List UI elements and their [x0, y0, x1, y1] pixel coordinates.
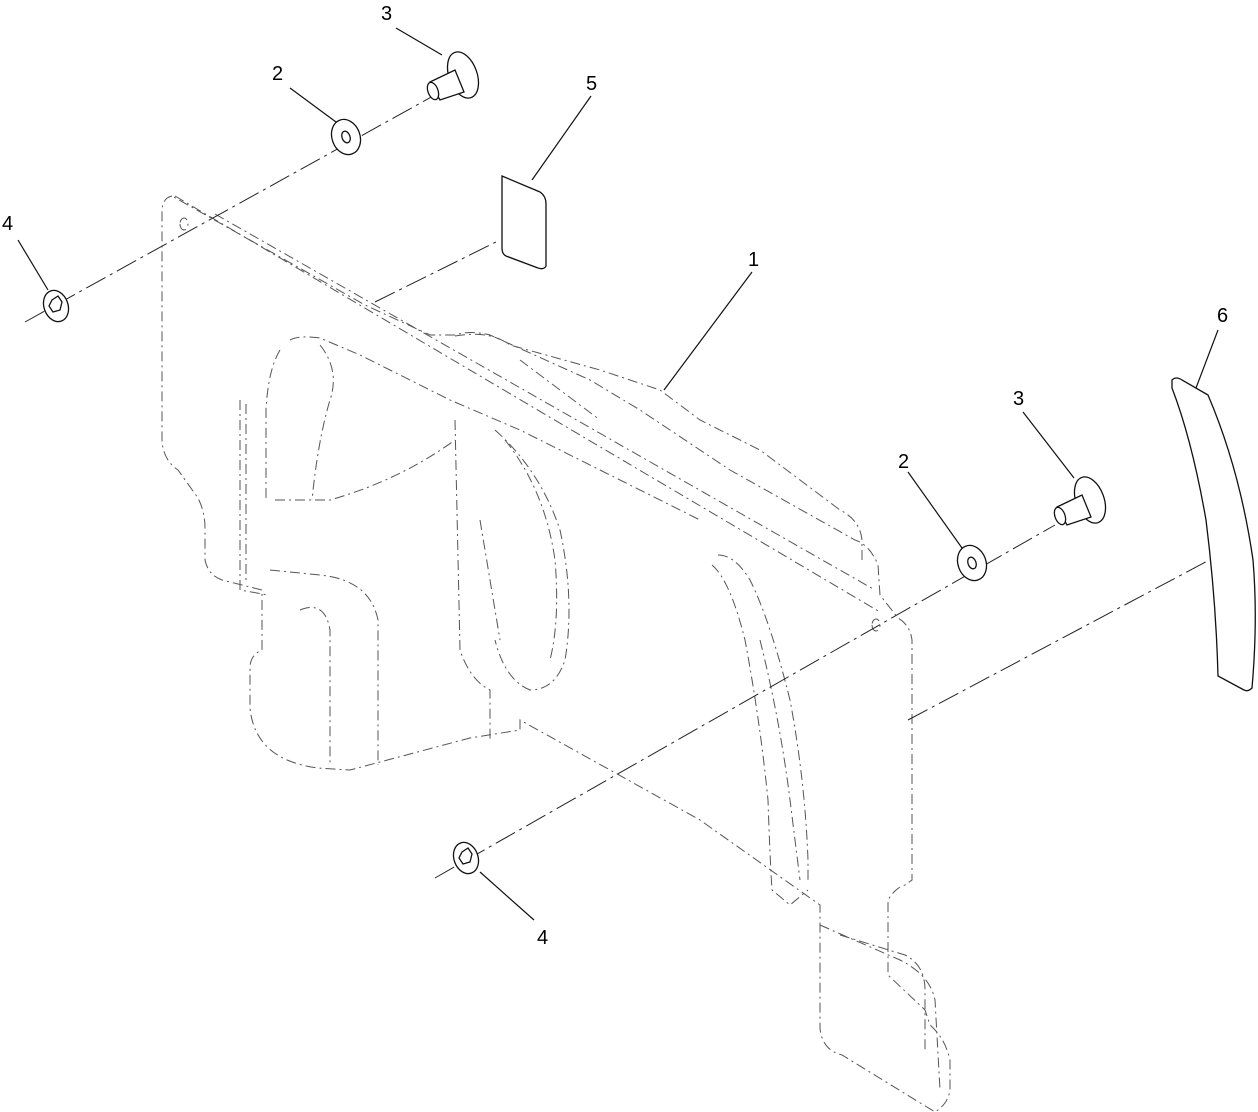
callout-6: 6 — [1217, 305, 1228, 327]
lock-washer-part-4-upper — [42, 289, 70, 323]
curved-strip-part-6 — [1171, 377, 1256, 692]
center-lines — [24, 94, 1233, 879]
housing-panel-part-1 — [161, 195, 951, 1112]
pin-part-3-upper — [426, 51, 480, 101]
callout-3-lower: 3 — [1013, 388, 1024, 410]
callout-4-lower: 4 — [537, 927, 548, 949]
callout-4-upper: 4 — [2, 213, 13, 235]
callout-labels: 1 2 3 4 5 2 3 4 6 — [2, 3, 1228, 949]
pin-part-3-lower — [1053, 476, 1107, 526]
callout-3-upper: 3 — [381, 3, 392, 25]
callout-2-upper: 2 — [272, 63, 283, 85]
callout-1: 1 — [748, 249, 759, 271]
lock-washer-part-4-lower — [452, 841, 480, 875]
decal-part-5 — [501, 175, 547, 270]
callout-5: 5 — [586, 73, 597, 95]
washer-part-2-upper — [330, 118, 362, 156]
leader-lines — [17, 27, 1219, 921]
washer-part-2-lower — [956, 544, 988, 582]
callout-2-lower: 2 — [898, 451, 909, 473]
